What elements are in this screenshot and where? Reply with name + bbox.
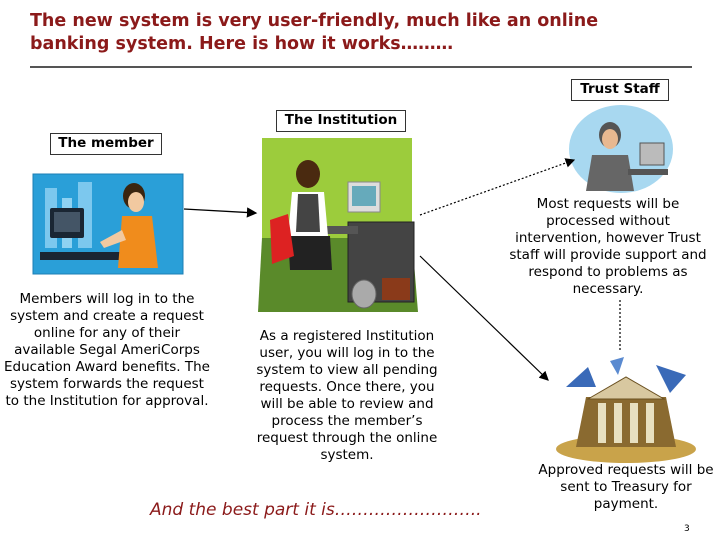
trust-staff-description: Most requests will be processed without … xyxy=(509,196,707,297)
member-clipart-icon xyxy=(32,173,184,275)
institution-clipart-icon xyxy=(258,138,418,312)
title-divider xyxy=(30,66,692,68)
institution-description: As a registered Institution user, you wi… xyxy=(256,328,438,463)
tagline: And the best part it is…………………….. xyxy=(150,500,482,520)
trust-staff-label: Trust Staff xyxy=(571,79,669,101)
page-title: The new system is very user-friendly, mu… xyxy=(30,11,599,54)
institution-label: The Institution xyxy=(276,110,406,132)
treasury-clipart-icon xyxy=(556,357,696,463)
trust-staff-clipart-icon xyxy=(569,105,673,193)
member-description: Members will log in to the system and cr… xyxy=(4,291,210,409)
member-label: The member xyxy=(50,133,162,155)
member-to-institution-arrow xyxy=(183,207,258,218)
page-number: 3 xyxy=(684,524,690,534)
treasury-description: Approved requests will be sent to Treasu… xyxy=(538,462,714,512)
